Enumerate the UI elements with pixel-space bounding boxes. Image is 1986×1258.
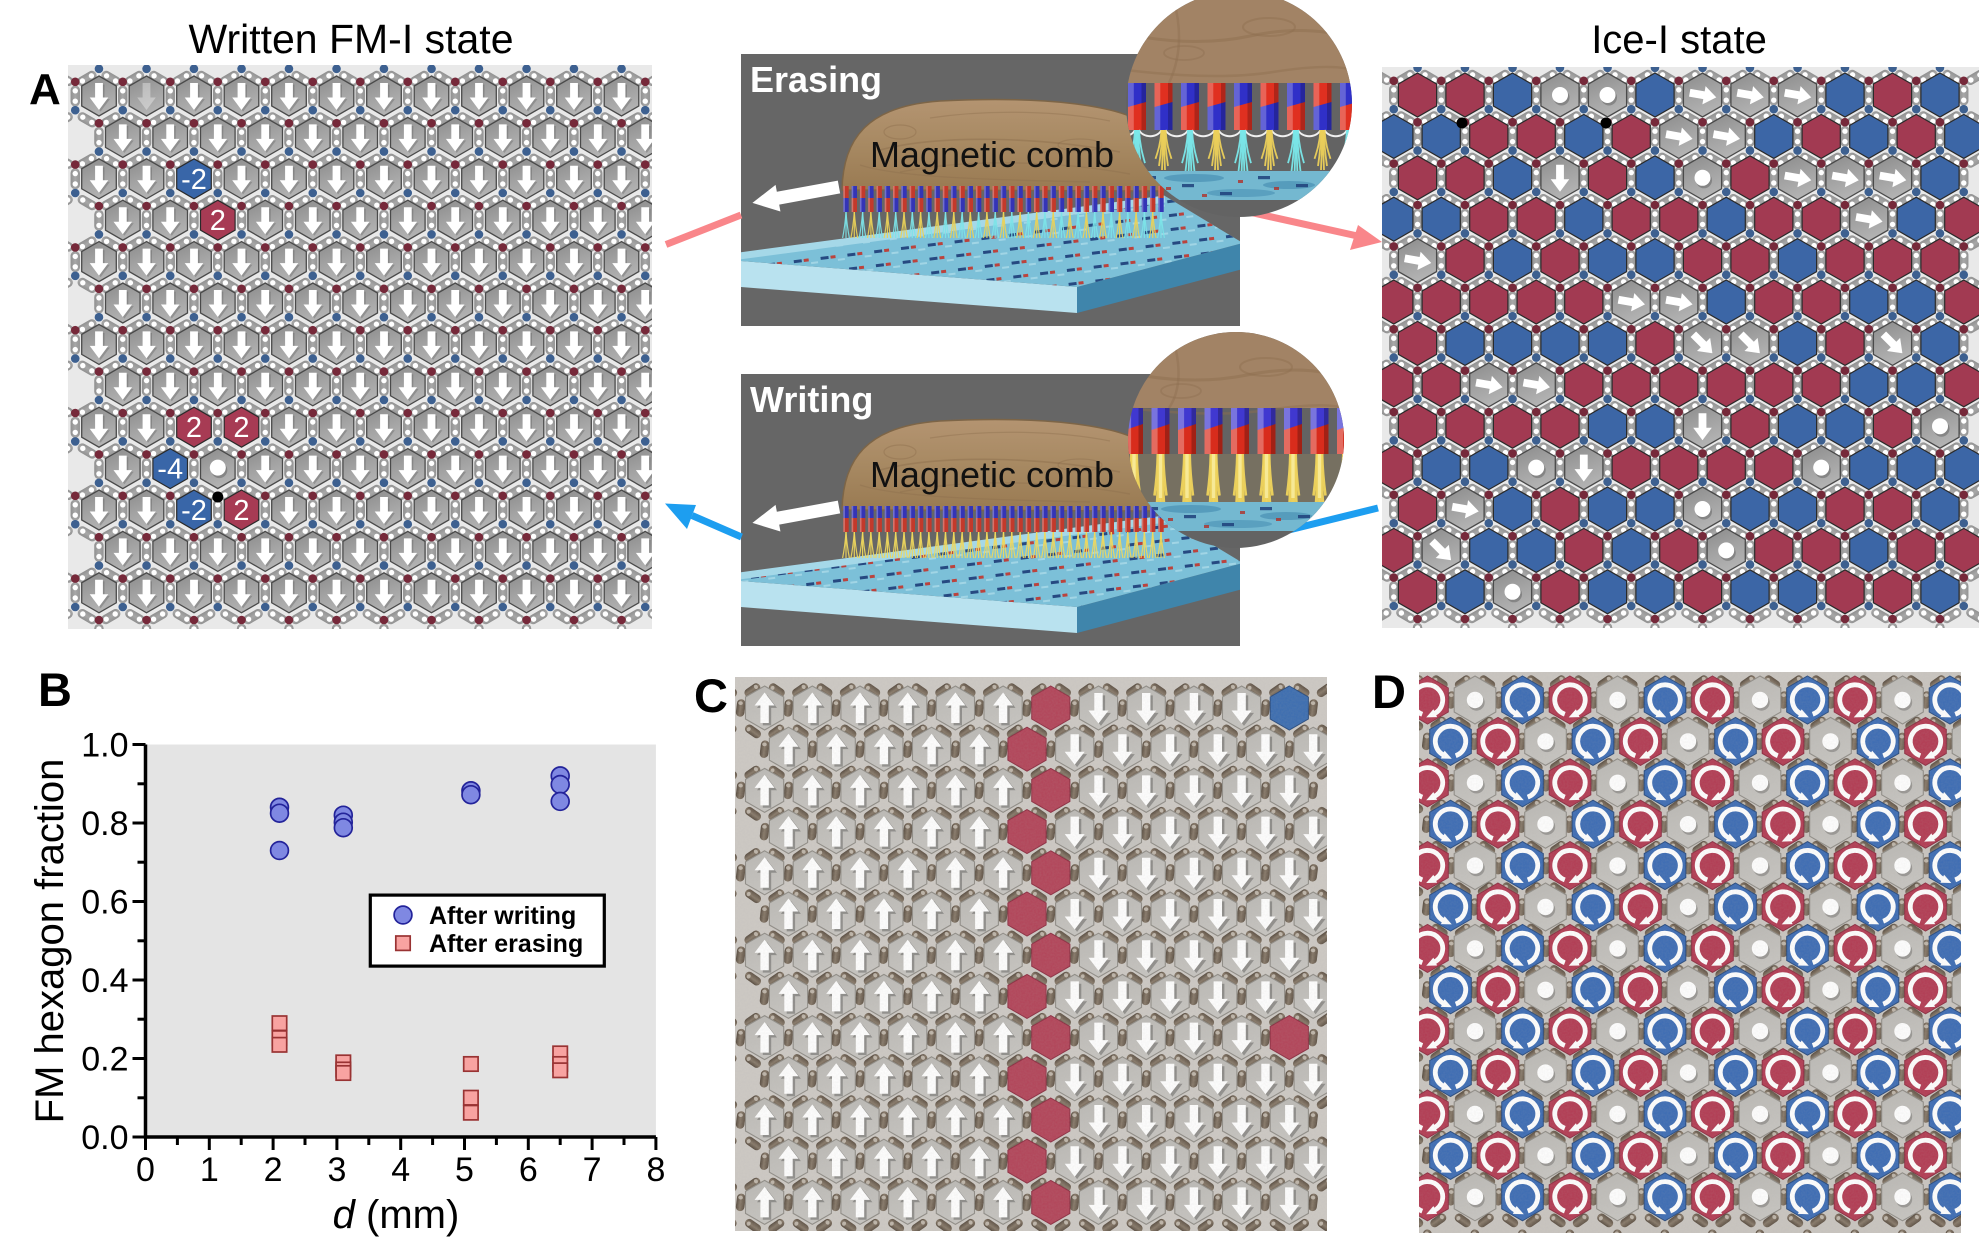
svg-text:0.4: 0.4 xyxy=(81,962,128,1000)
svg-text:Writing: Writing xyxy=(750,379,873,420)
svg-text:-2: -2 xyxy=(181,164,207,196)
svg-text:d (mm): d (mm) xyxy=(333,1193,460,1237)
svg-text:1: 1 xyxy=(200,1151,219,1189)
svg-text:0.2: 0.2 xyxy=(81,1041,128,1079)
svg-text:FM hexagon fraction: FM hexagon fraction xyxy=(28,759,72,1124)
svg-text:7: 7 xyxy=(583,1151,602,1189)
svg-text:8: 8 xyxy=(646,1151,665,1189)
svg-text:6: 6 xyxy=(519,1151,538,1189)
svg-text:2: 2 xyxy=(233,495,249,527)
svg-text:4: 4 xyxy=(391,1151,410,1189)
svg-text:Ice-I state: Ice-I state xyxy=(1591,18,1767,62)
svg-text:0: 0 xyxy=(136,1151,155,1189)
svg-text:2: 2 xyxy=(210,205,226,237)
svg-text:After writing: After writing xyxy=(429,902,576,930)
svg-text:After erasing: After erasing xyxy=(429,930,583,958)
svg-text:-2: -2 xyxy=(181,495,207,527)
svg-text:5: 5 xyxy=(455,1151,474,1189)
svg-text:3: 3 xyxy=(327,1151,346,1189)
svg-text:2: 2 xyxy=(186,412,202,444)
svg-text:2: 2 xyxy=(264,1151,283,1189)
svg-text:D: D xyxy=(1372,665,1406,718)
svg-text:0.8: 0.8 xyxy=(81,805,128,843)
svg-text:B: B xyxy=(38,663,72,716)
svg-text:1.0: 1.0 xyxy=(81,727,128,765)
svg-text:0.6: 0.6 xyxy=(81,884,128,922)
svg-text:Written FM-I state: Written FM-I state xyxy=(188,16,513,62)
svg-text:C: C xyxy=(694,669,728,722)
svg-text:Erasing: Erasing xyxy=(750,59,882,100)
svg-text:A: A xyxy=(29,65,61,114)
svg-text:-4: -4 xyxy=(157,454,183,486)
svg-text:0.0: 0.0 xyxy=(81,1119,128,1157)
svg-text:2: 2 xyxy=(233,412,249,444)
svg-text:Magnetic comb: Magnetic comb xyxy=(870,134,1114,175)
svg-text:Magnetic comb: Magnetic comb xyxy=(870,454,1114,495)
